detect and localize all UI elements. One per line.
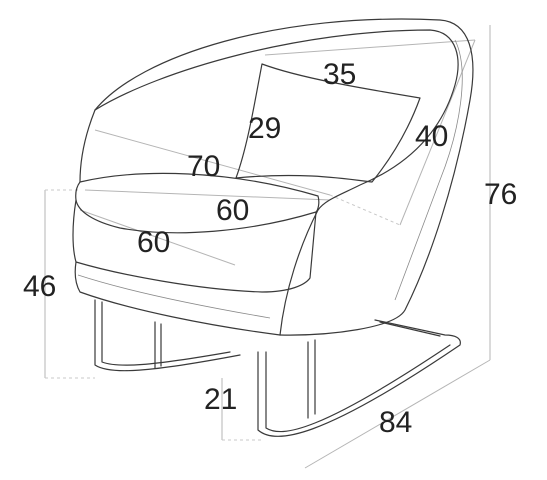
chair-outline <box>72 18 474 336</box>
seat-depth-guide <box>84 189 331 201</box>
seat-cushion-front <box>72 199 317 293</box>
cushion-height-label: 29 <box>248 112 281 145</box>
total-height-label: 76 <box>484 178 517 211</box>
total-length-label: 84 <box>379 406 412 439</box>
back-depth-guide <box>399 39 476 226</box>
dimension-labels: 35 29 40 76 70 60 60 46 21 84 <box>23 58 517 439</box>
arm-width-label: 70 <box>187 150 220 183</box>
back-cushion <box>235 63 421 183</box>
seat-base <box>74 261 281 336</box>
seat-depth-label: 60 <box>216 194 249 227</box>
length-guide <box>304 359 491 469</box>
arm-width-guide <box>94 129 331 196</box>
back-rim <box>94 29 459 211</box>
right-arm <box>279 209 319 336</box>
seat-width-guide <box>79 209 236 266</box>
left-arm <box>79 109 96 183</box>
back-depth-label: 40 <box>415 120 448 153</box>
right-rocker <box>257 319 461 438</box>
cushion-width-guide <box>264 39 476 56</box>
rocker-base <box>94 299 461 438</box>
seat-width-label: 60 <box>137 226 170 259</box>
base-height-label: 21 <box>204 383 237 416</box>
dimension-guides <box>44 25 491 469</box>
left-rocker <box>94 299 241 372</box>
back-shell <box>94 18 474 336</box>
seat-height-label: 46 <box>23 270 56 303</box>
cushion-width-label: 35 <box>323 58 356 91</box>
